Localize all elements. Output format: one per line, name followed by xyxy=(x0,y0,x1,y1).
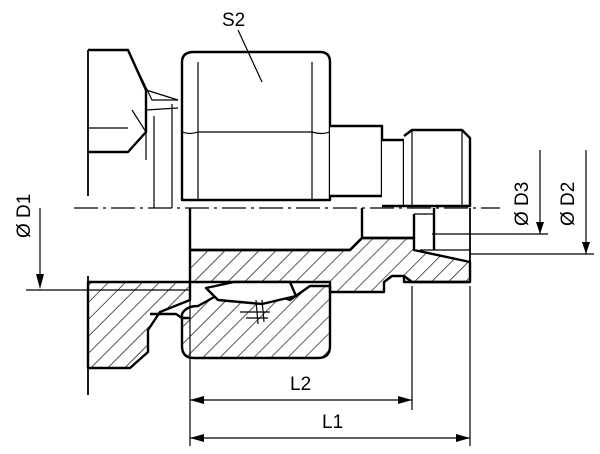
union-nut-section xyxy=(180,280,332,360)
label-l2: L2 xyxy=(290,374,311,395)
body-section xyxy=(188,208,472,294)
nut-hatched xyxy=(180,284,332,360)
label-d2: Ø D2 xyxy=(558,182,579,226)
label-d1: Ø D1 xyxy=(14,194,35,238)
label-l1: L1 xyxy=(322,412,343,433)
label-s2: S2 xyxy=(222,10,245,31)
union-nut-top xyxy=(180,50,332,202)
body-top xyxy=(330,124,472,208)
dimensions xyxy=(26,29,594,446)
label-d3: Ø D3 xyxy=(512,182,533,226)
cutting-ring xyxy=(204,280,298,306)
mating-body xyxy=(86,48,192,395)
nut-hex-outline xyxy=(180,50,332,202)
mating-body-section xyxy=(86,280,192,370)
